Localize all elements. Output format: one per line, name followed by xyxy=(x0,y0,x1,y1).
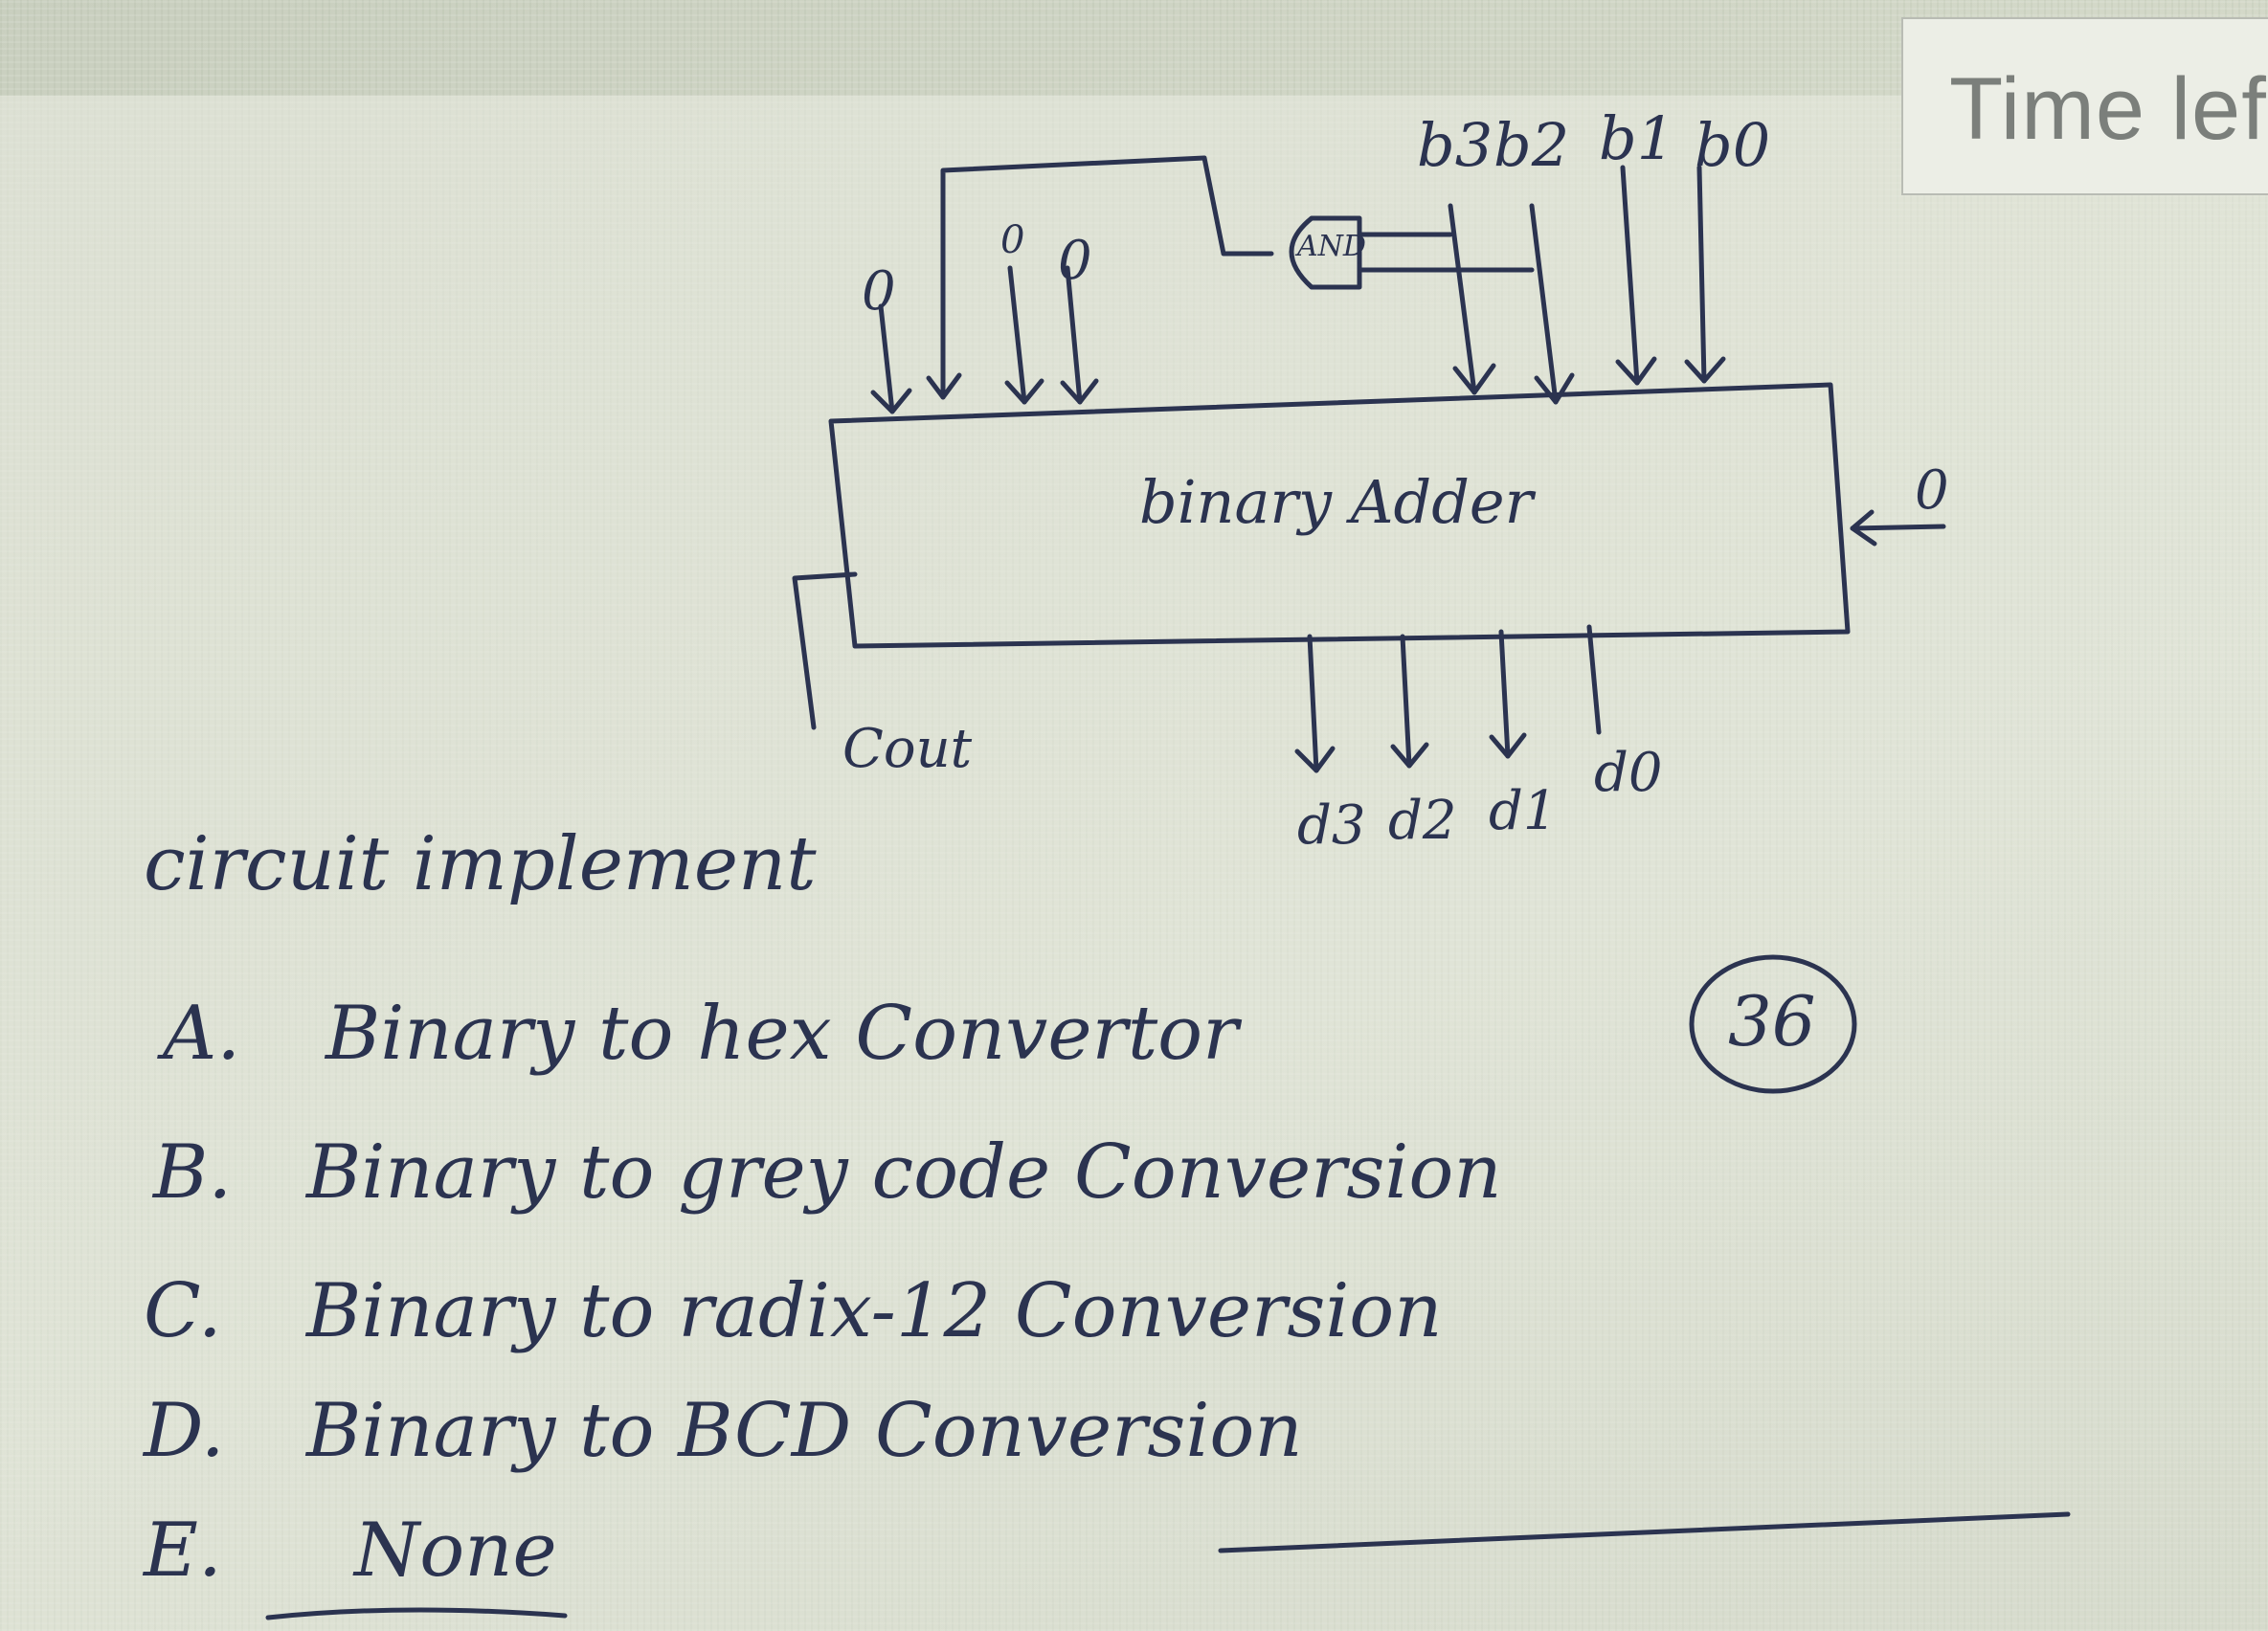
answer-underline xyxy=(1218,1511,2071,1553)
option-b-letter: B. xyxy=(153,1129,233,1216)
input-arrowheads-top xyxy=(870,372,1099,414)
option-a-text: Binary to hex Convertor xyxy=(326,991,1239,1077)
binary-adder-block xyxy=(828,382,1851,649)
b2-label: b2 xyxy=(1493,110,1570,180)
b3-wire xyxy=(1448,203,1477,395)
d2-wire xyxy=(1400,634,1412,769)
option-d-letter: D. xyxy=(144,1388,225,1474)
d2-label: d2 xyxy=(1388,790,1457,852)
b-arrowheads xyxy=(1452,356,1726,405)
option-c-text: Binary to radix-12 Conversion xyxy=(306,1268,1443,1354)
and-gate-output-wire xyxy=(940,155,1274,400)
b0-label: b0 xyxy=(1695,110,1771,180)
option-c-letter: C. xyxy=(144,1268,222,1354)
question-number-circle xyxy=(1689,954,1857,1094)
option-a-letter: A. xyxy=(163,991,241,1077)
upper-input-2: 0 xyxy=(1058,230,1092,292)
input-wire-left xyxy=(878,303,895,414)
carry-in-wire xyxy=(1850,524,1946,531)
b0-wire xyxy=(1696,165,1707,384)
input-wire-mid1 xyxy=(1007,265,1027,405)
d0-wire xyxy=(1586,624,1602,735)
b3-label: b3 xyxy=(1417,110,1493,180)
binary-adder-label: binary Adder xyxy=(1139,467,1534,537)
option-d-text: Binary to BCD Conversion xyxy=(306,1388,1303,1474)
d0-label: d0 xyxy=(1594,742,1663,804)
and-gate-symbol xyxy=(1289,215,1362,290)
upper-input-1: 0 xyxy=(1000,218,1025,262)
carry-out-label: Cout xyxy=(842,718,973,780)
option-e-letter: E. xyxy=(144,1508,222,1594)
option-e-underline xyxy=(265,1607,568,1620)
d1-wire xyxy=(1498,629,1511,759)
b1-wire xyxy=(1620,165,1640,386)
carry-in-value: 0 xyxy=(1915,459,1949,522)
input-wire-mid2 xyxy=(1065,265,1083,405)
photographed-paper-area xyxy=(0,96,2268,1631)
b2-wire xyxy=(1529,203,1559,405)
carry-out-wire xyxy=(792,571,858,730)
d-arrowheads xyxy=(1294,732,1527,773)
and-gate-label: AND xyxy=(1297,230,1366,263)
time-left-panel: Time lef xyxy=(1901,17,2268,195)
question-number: 36 xyxy=(1728,981,1816,1061)
option-e-text: None xyxy=(354,1508,557,1594)
b1-label: b1 xyxy=(1599,103,1675,173)
question-stem: circuit implement xyxy=(144,821,817,907)
d1-label: d1 xyxy=(1489,780,1558,842)
d3-wire xyxy=(1307,634,1319,773)
option-b-text: Binary to grey code Conversion xyxy=(306,1129,1502,1216)
upper-input-0: 0 xyxy=(862,260,896,323)
time-left-label: Time lef xyxy=(1949,60,2267,158)
carry-in-arrowhead xyxy=(1850,509,1877,547)
d3-label: d3 xyxy=(1297,794,1366,857)
